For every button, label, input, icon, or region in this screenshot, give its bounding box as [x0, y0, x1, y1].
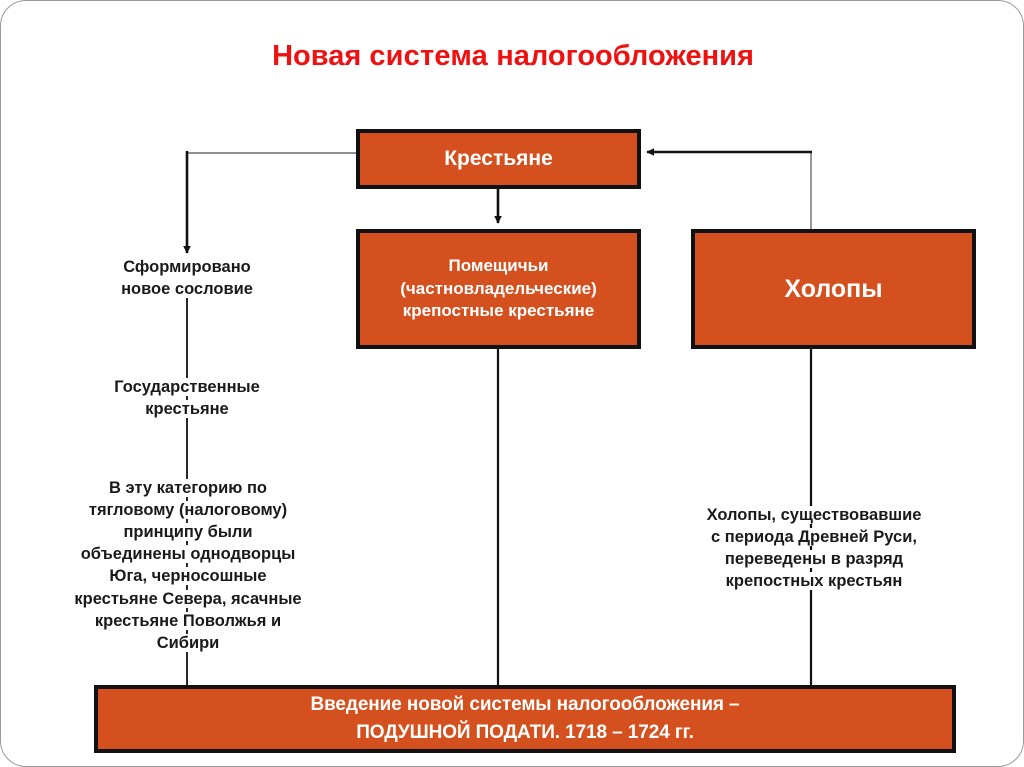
node-landlord-line-2: (частновладельческие) [400, 278, 597, 298]
node-landlord-serfs[interactable]: Помещичьи (частновладельческие) крепостн… [356, 229, 641, 349]
note-new-estate-line-1: Сформировано [123, 258, 251, 276]
note-category-line-8: Сибири [156, 633, 220, 652]
note-category-line-7: крестьяне Поволжья и [94, 611, 282, 630]
node-peasants[interactable]: Крестьяне [356, 129, 641, 189]
note-category-line-6: крестьяне Севера, ясачные [74, 589, 302, 608]
node-landlord-line-3: крепостные крестьяне [402, 301, 595, 321]
node-landlord-line-1: Помещичьи [448, 256, 549, 276]
node-kholopy-label: Холопы [784, 274, 883, 303]
page-title: Новая система налогообложения [1, 39, 1023, 73]
note-category-line-3: принципу были [123, 523, 253, 542]
note-state-peasants-line-1: Государственные [114, 378, 260, 396]
node-landlord-serfs-label: Помещичьи (частновладельческие) крепостн… [400, 255, 597, 322]
note-kholopy-line-4: крепостных крестьян [725, 572, 903, 591]
node-kholopy[interactable]: Холопы [691, 229, 976, 349]
note-kholopy-line-2: с периода Древней Руси, [711, 528, 917, 547]
banner-line-2: ПОДУШНОЙ ПОДАТИ. 1718 – 1724 гг. [356, 722, 694, 743]
page-title-part2: система [369, 40, 497, 72]
note-state-peasants-line-2: крестьяне [145, 400, 229, 419]
note-kholopy-description: Холопы, существовавшие с периода Древней… [669, 504, 959, 592]
note-category-line-4: объединены однодворцы [80, 545, 296, 564]
note-kholopy-line-3: переведены в разряд [724, 550, 904, 569]
node-poll-tax-banner[interactable]: Введение новой системы налогообложения –… [94, 685, 956, 753]
note-state-peasants: Государственные крестьяне [76, 376, 298, 420]
note-category-line-5: Юга, черносошные [109, 567, 267, 586]
note-category-line-2: тягловому (налоговому) [88, 501, 288, 520]
note-new-estate-line-2: новое сословие [121, 280, 253, 299]
banner-line-1: Введение новой системы налогообложения – [310, 694, 740, 716]
page-title-part3: налогообложения [496, 40, 754, 72]
node-poll-tax-banner-label: Введение новой системы налогообложения –… [310, 691, 739, 746]
note-new-estate: Сформировано новое сословие [76, 256, 298, 300]
node-peasants-label: Крестьяне [444, 147, 553, 171]
page-title-part1: Новая [272, 40, 370, 72]
note-category-description: В эту категорию по тягловому (налоговому… [63, 477, 313, 654]
note-kholopy-line-1: Холопы, существовавшие [706, 506, 922, 524]
note-category-line-1: В эту категорию по [108, 479, 267, 497]
